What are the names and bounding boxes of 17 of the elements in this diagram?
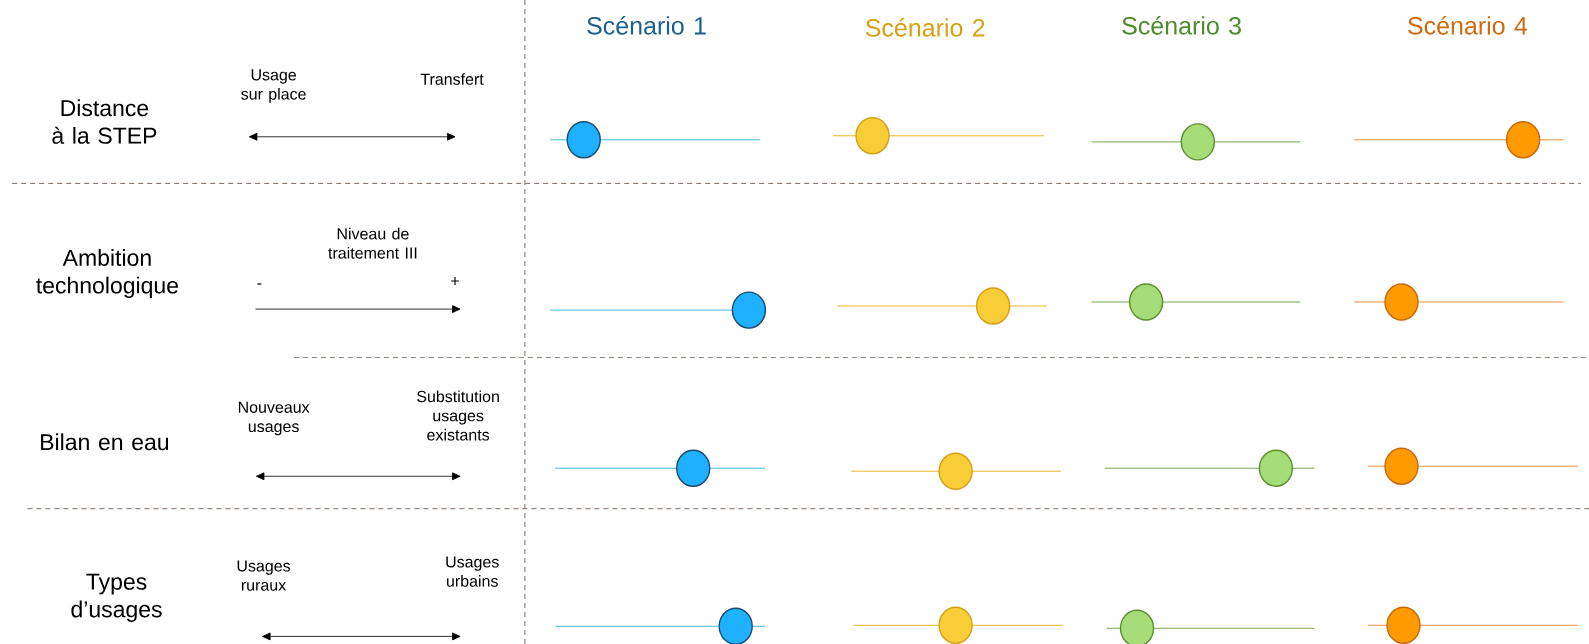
scale-end-label: - (257, 283, 262, 285)
scenario-heading: Scénario 2 (865, 18, 985, 37)
scenario-heading: Scénario 1 (587, 15, 706, 35)
scale-end-label: Usages urbains (446, 556, 499, 587)
scale-end-label: Usage sur place (241, 69, 306, 103)
criterion-label: Ambition technologique (36, 249, 178, 299)
criterion-label: Distance à la STEP (52, 99, 157, 144)
scale-end-label: Substitution usages existants (417, 390, 499, 441)
scale-end-label: Transfert (420, 73, 484, 85)
scale-end-label: Nouveaux usages (238, 401, 310, 436)
scenario-heading: Scénario 4 (1408, 15, 1528, 35)
scale-end-label: + (451, 277, 459, 285)
scenario-heading: Scénario 3 (1122, 15, 1241, 35)
scale-end-label: Usages ruraux (237, 560, 291, 591)
criterion-label: Bilan en eau (41, 433, 169, 451)
criterion-label: Types d’usages (71, 573, 162, 622)
scale-end-label: Niveau de traitement III (328, 227, 417, 259)
